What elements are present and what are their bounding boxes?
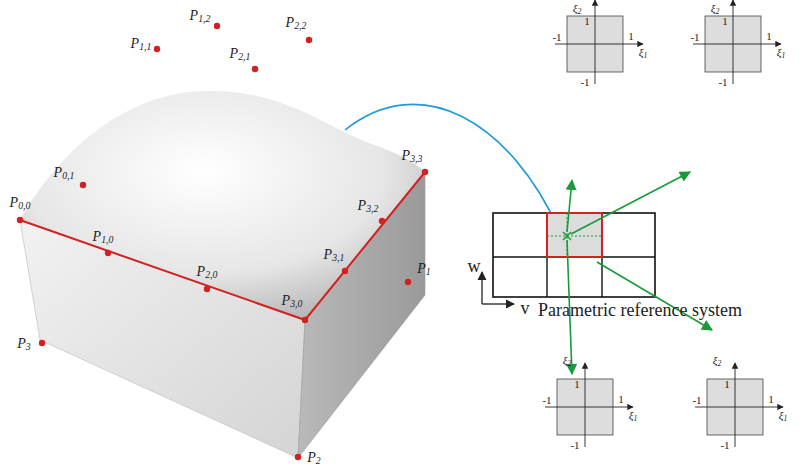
axis-label: ξ1 xyxy=(779,410,788,423)
axis-label: ξ2 xyxy=(563,355,572,368)
axis-label: 1 xyxy=(574,379,580,390)
axis-label: -1 xyxy=(720,440,729,451)
axis-label: ξ2 xyxy=(713,355,722,368)
axis-label: ξ1 xyxy=(777,47,786,60)
control-point-label: P1,1 xyxy=(131,37,152,52)
axis-label: -1 xyxy=(570,440,579,451)
control-point-label: P3 xyxy=(17,337,30,352)
control-point-label: P3,3 xyxy=(402,149,423,164)
control-point-label: P3,0 xyxy=(282,294,303,309)
control-point-label: P0,0 xyxy=(10,196,31,211)
axis-label: -1 xyxy=(552,32,561,43)
axis-label: -1 xyxy=(580,77,589,88)
reference-label: Parametric reference system xyxy=(538,301,742,319)
axis-line xyxy=(555,44,643,45)
reference-label: v xyxy=(521,299,530,317)
axis-label: 1 xyxy=(584,16,590,27)
control-point-label: P0,1 xyxy=(54,166,75,181)
axis-line xyxy=(585,363,586,447)
axis-label: 1 xyxy=(722,16,728,27)
axis-label: 1 xyxy=(618,394,624,405)
control-point-label: P1,0 xyxy=(93,230,114,245)
axis-line xyxy=(693,44,781,45)
control-point-label: P3,1 xyxy=(324,248,345,263)
control-point-label: P3,2 xyxy=(358,199,379,214)
control-point-label: P2,1 xyxy=(230,47,251,62)
axis-line xyxy=(545,407,633,408)
axis-line xyxy=(735,363,736,447)
axis-label: 1 xyxy=(768,394,774,405)
control-point-label: P2,2 xyxy=(286,16,307,31)
axis-label: -1 xyxy=(718,77,727,88)
axis-label: 1 xyxy=(724,379,730,390)
axis-label: ξ1 xyxy=(639,47,648,60)
axis-label: 1 xyxy=(628,31,634,42)
axis-label: -1 xyxy=(690,32,699,43)
axis-label: ξ2 xyxy=(573,3,582,16)
axis-label: ξ1 xyxy=(629,410,638,423)
axis-label: 1 xyxy=(766,31,772,42)
reference-label: w xyxy=(468,257,481,275)
control-point-label: P1,2 xyxy=(190,9,211,24)
control-point-label: P2 xyxy=(307,451,320,466)
axis-label: -1 xyxy=(692,395,701,406)
axis-line xyxy=(733,0,734,84)
control-point-label: P1 xyxy=(417,262,430,277)
axis-label: -1 xyxy=(542,395,551,406)
axis-line xyxy=(695,407,783,408)
axis-line xyxy=(595,0,596,84)
axis-label: ξ2 xyxy=(711,3,720,16)
control-point-label: P2,0 xyxy=(197,265,218,280)
